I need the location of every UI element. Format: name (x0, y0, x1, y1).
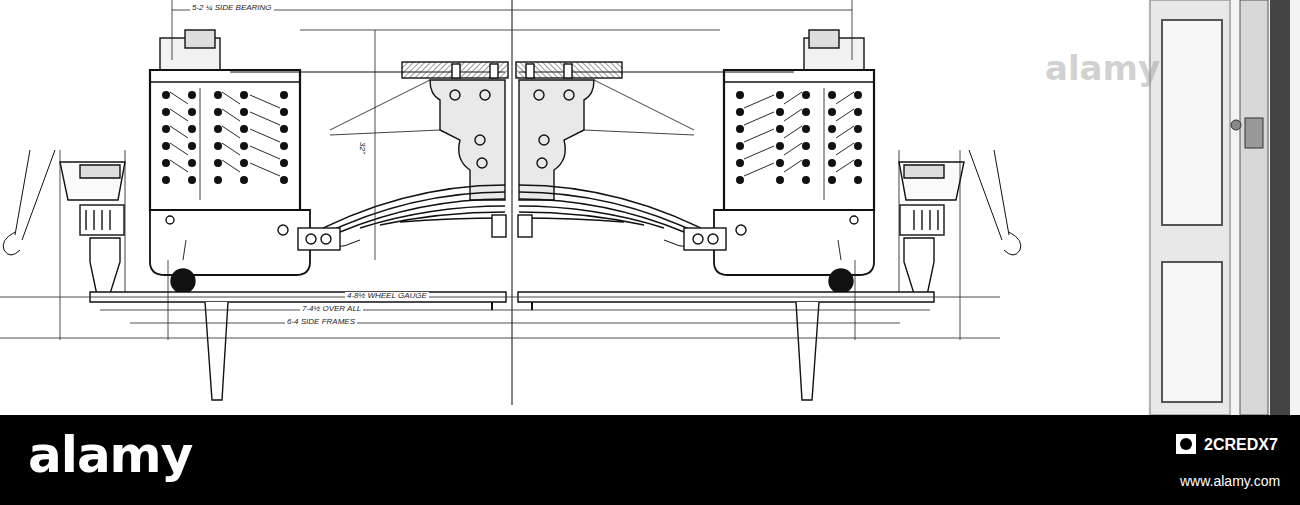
dimension-label: 5-2 ¼ SIDE BEARING (190, 4, 274, 13)
image-id: 2CREDX7 (1204, 436, 1278, 454)
dimension-label: 4-8½ WHEEL GAUGE (345, 292, 429, 301)
dimension-label: 6-4 SIDE FRAMES (285, 318, 357, 327)
dimension-label: 7-4½ OVER ALL (300, 305, 363, 314)
watermark: alamy (1045, 50, 1160, 87)
watermark-url: www.alamy.com (1180, 474, 1280, 489)
dimension-label: 32" (357, 140, 366, 156)
watermark-logo: alamy (28, 428, 192, 483)
